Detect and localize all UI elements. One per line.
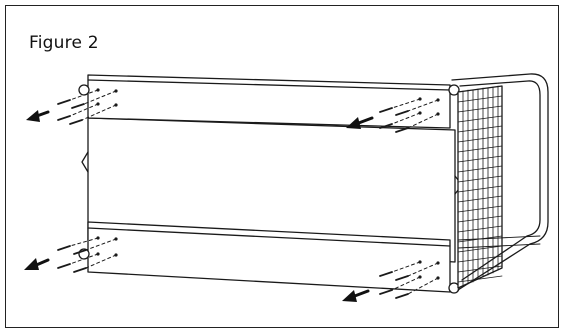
mesh-guard xyxy=(457,85,503,289)
arrow-bottom-right-icon xyxy=(342,289,370,302)
handle-frame xyxy=(451,73,549,291)
arrow-bottom-left-icon xyxy=(24,258,50,270)
arrow-top-right-icon xyxy=(346,116,374,129)
screws-bottom-left xyxy=(57,237,117,273)
figure-title: Figure 2 xyxy=(29,33,99,53)
screws-top-right xyxy=(379,98,439,133)
screws-bottom-right xyxy=(379,261,439,299)
arrow-top-left-icon xyxy=(26,110,50,122)
top-rail xyxy=(78,74,460,129)
screws-top-left xyxy=(57,89,117,125)
